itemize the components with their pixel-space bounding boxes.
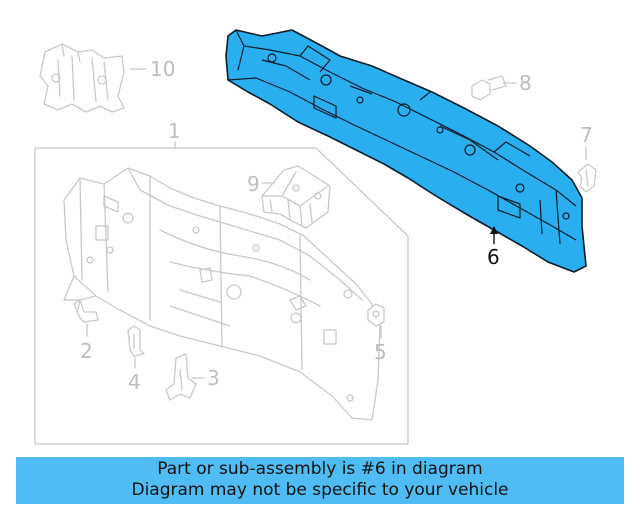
part-7-clip: [577, 163, 597, 193]
part-4-bracket: [127, 325, 145, 357]
part-6-rear-reinforcement: [225, 29, 587, 273]
callout-7: 7: [580, 123, 593, 147]
callout-9: 9: [247, 172, 260, 196]
leader-arrow-6: [490, 226, 498, 234]
callout-6: 6: [487, 245, 500, 269]
part-9-bracket: [261, 165, 331, 229]
callout-10: 10: [150, 57, 175, 81]
part-2-clip: [73, 299, 99, 323]
banner-line-disclaimer: Diagram may not be specific to your vehi…: [131, 480, 509, 500]
callout-4: 4: [128, 370, 141, 394]
callout-3: 3: [207, 366, 220, 390]
part-5-clip: [367, 303, 385, 327]
assembly-box: [34, 147, 409, 445]
info-banner: Part or sub-assembly is #6 in diagram Di…: [16, 457, 624, 504]
part-8-bolt: [471, 75, 507, 101]
callout-5: 5: [374, 340, 387, 364]
part-1-rear-panel: [63, 167, 381, 421]
callout-1: 1: [168, 119, 181, 143]
callout-2: 2: [80, 339, 93, 363]
part-3-bracket: [165, 353, 197, 401]
part-10-bracket: [39, 43, 125, 113]
banner-line-part: Part or sub-assembly is #6 in diagram: [157, 459, 483, 479]
parts-diagram: 10 1 9: [34, 29, 597, 445]
callout-8: 8: [519, 71, 532, 95]
